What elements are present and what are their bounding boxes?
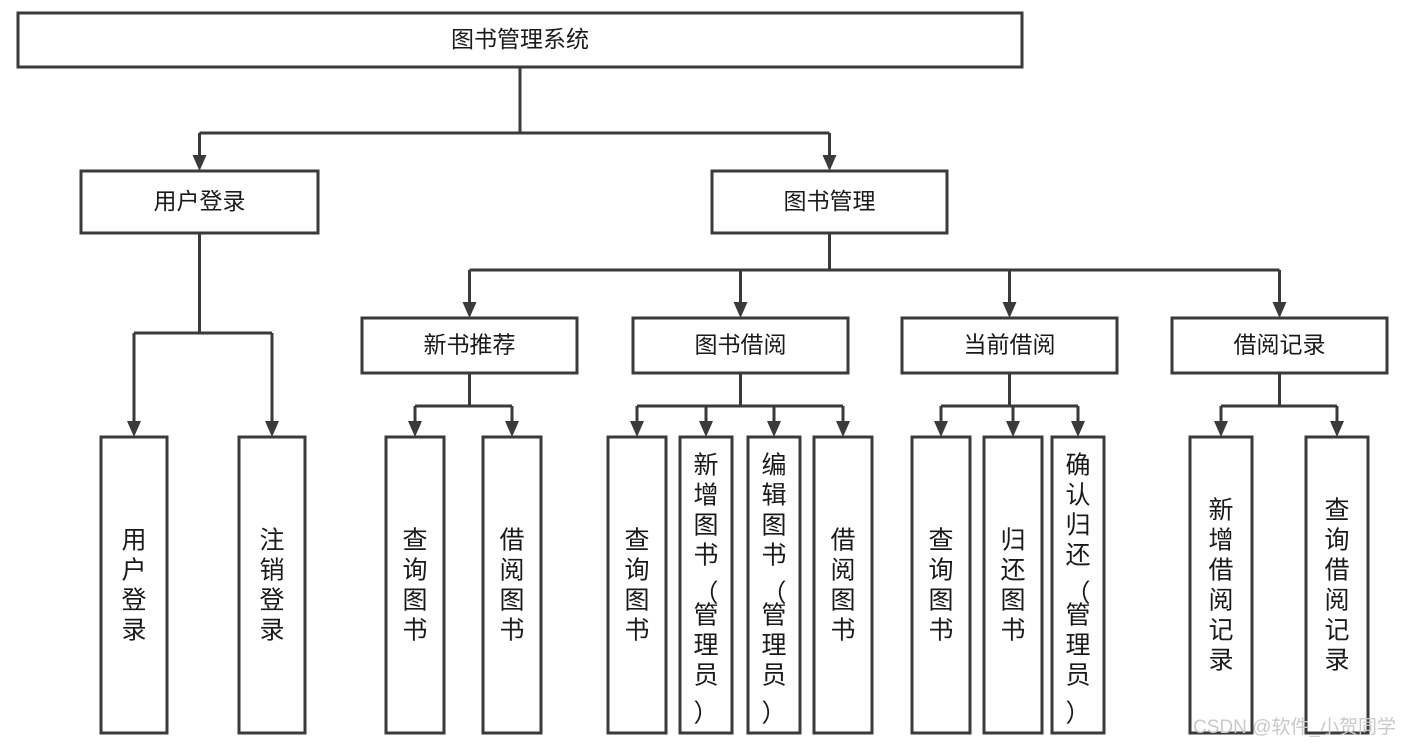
node-box-current-borrow [900,316,1119,375]
arrow-icon-leaf-query-book-cb [934,421,948,437]
node-label-leaf-query-record: 查询借阅记录 [1324,496,1349,674]
node-leaf-confirm-return[interactable]: 确认归还（管理员） [1050,435,1106,735]
node-label-book-manage: 图书管理 [784,188,876,214]
node-leaf-query-book-bb[interactable]: 查询图书 [606,435,668,735]
node-box-leaf-confirm-return [1050,435,1106,735]
nodes-layer: 图书管理系统用户登录图书管理新书推荐图书借阅当前借阅借阅记录用户登录注销登录查询… [16,11,1389,735]
node-label-new-book-rec: 新书推荐 [424,332,516,358]
node-label-leaf-add-record: 新增借阅记录 [1208,496,1233,674]
node-box-leaf-borrow-book-bb [812,435,874,735]
node-box-leaf-query-book-cb [910,435,972,735]
connector-group-borrow-record [1214,373,1344,437]
node-box-leaf-edit-book [746,435,802,735]
node-label-leaf-edit-book: 编辑图书（管理员） [761,451,786,727]
node-label-leaf-borrow-book-rec: 借阅图书 [499,526,524,644]
connector-group-book-manage [462,233,1287,318]
node-label-borrow-record: 借阅记录 [1234,332,1326,358]
arrow-icon-leaf-logout [265,421,279,437]
node-leaf-add-book[interactable]: 新增图书（管理员） [678,435,734,735]
node-leaf-query-book-rec[interactable]: 查询图书 [384,435,446,735]
node-box-leaf-user-login [99,435,169,735]
arrow-icon-book-borrow [733,302,748,318]
node-leaf-borrow-book-rec[interactable]: 借阅图书 [481,435,543,735]
arrow-icon-leaf-add-book [699,421,713,437]
connector-group-current-borrow [934,373,1085,437]
node-leaf-return-book[interactable]: 归还图书 [982,435,1044,735]
node-label-user-login: 用户登录 [154,188,246,214]
csdn-watermark: CSDN @软件_小贺同学 [1193,716,1396,738]
node-label-leaf-user-login: 用户登录 [121,526,146,644]
node-label-root: 图书管理系统 [451,26,589,52]
arrow-icon-leaf-return-book [1006,421,1020,437]
node-box-leaf-add-book [678,435,734,735]
node-box-leaf-logout [237,435,307,735]
node-current-borrow[interactable]: 当前借阅 [900,316,1119,375]
arrow-icon-leaf-borrow-book-bb [836,421,850,437]
arrow-icon-user-login [192,155,207,171]
arrow-icon-borrow-record [1272,302,1287,318]
node-box-leaf-borrow-book-rec [481,435,543,735]
node-label-leaf-query-book-rec: 查询图书 [402,526,427,644]
node-leaf-query-record[interactable]: 查询借阅记录 [1304,435,1370,735]
arrow-icon-new-book-rec [462,302,477,318]
node-leaf-user-login[interactable]: 用户登录 [99,435,169,735]
node-leaf-logout[interactable]: 注销登录 [237,435,307,735]
node-label-current-borrow: 当前借阅 [964,332,1056,358]
node-box-leaf-query-book-rec [384,435,446,735]
node-box-book-borrow [631,316,850,375]
connectors-layer [127,67,1344,437]
arrow-icon-leaf-edit-book [767,421,781,437]
node-borrow-record[interactable]: 借阅记录 [1170,316,1389,375]
connector-group-user-login [127,233,279,437]
node-new-book-rec[interactable]: 新书推荐 [360,316,579,375]
node-label-leaf-query-book-bb: 查询图书 [624,526,649,644]
node-box-user-login [79,169,320,235]
arrow-icon-leaf-add-record [1214,421,1228,437]
connector-group-root [192,67,837,171]
node-label-leaf-add-book: 新增图书（管理员） [693,451,718,727]
node-label-leaf-return-book: 归还图书 [1000,526,1025,644]
node-book-borrow[interactable]: 图书借阅 [631,316,850,375]
node-box-borrow-record [1170,316,1389,375]
connector-group-new-book-rec [408,373,519,437]
arrow-icon-leaf-query-book-rec [408,421,422,437]
node-label-leaf-confirm-return: 确认归还（管理员） [1065,451,1090,727]
node-label-leaf-borrow-book-bb: 借阅图书 [830,526,855,644]
node-label-leaf-logout: 注销登录 [259,526,284,644]
node-user-login[interactable]: 用户登录 [79,169,320,235]
node-label-leaf-query-book-cb: 查询图书 [928,526,953,644]
node-box-new-book-rec [360,316,579,375]
node-leaf-borrow-book-bb[interactable]: 借阅图书 [812,435,874,735]
node-book-manage[interactable]: 图书管理 [710,169,949,235]
arrow-icon-leaf-confirm-return [1071,421,1085,437]
node-label-book-borrow: 图书借阅 [695,332,787,358]
node-box-leaf-query-book-bb [606,435,668,735]
connector-group-book-borrow [630,373,850,437]
node-leaf-add-record[interactable]: 新增借阅记录 [1188,435,1254,735]
node-root[interactable]: 图书管理系统 [16,11,1024,69]
arrow-icon-leaf-query-book-bb [630,421,644,437]
node-box-leaf-add-record [1188,435,1254,735]
node-box-leaf-return-book [982,435,1044,735]
node-leaf-query-book-cb[interactable]: 查询图书 [910,435,972,735]
node-box-leaf-query-record [1304,435,1370,735]
node-leaf-edit-book[interactable]: 编辑图书（管理员） [746,435,802,735]
node-box-root [16,11,1024,69]
arrow-icon-current-borrow [1002,302,1017,318]
arrow-icon-leaf-query-record [1330,421,1344,437]
node-box-book-manage [710,169,949,235]
arrow-icon-book-manage [822,155,837,171]
arrow-icon-leaf-borrow-book-rec [505,421,519,437]
arrow-icon-leaf-user-login [127,421,141,437]
